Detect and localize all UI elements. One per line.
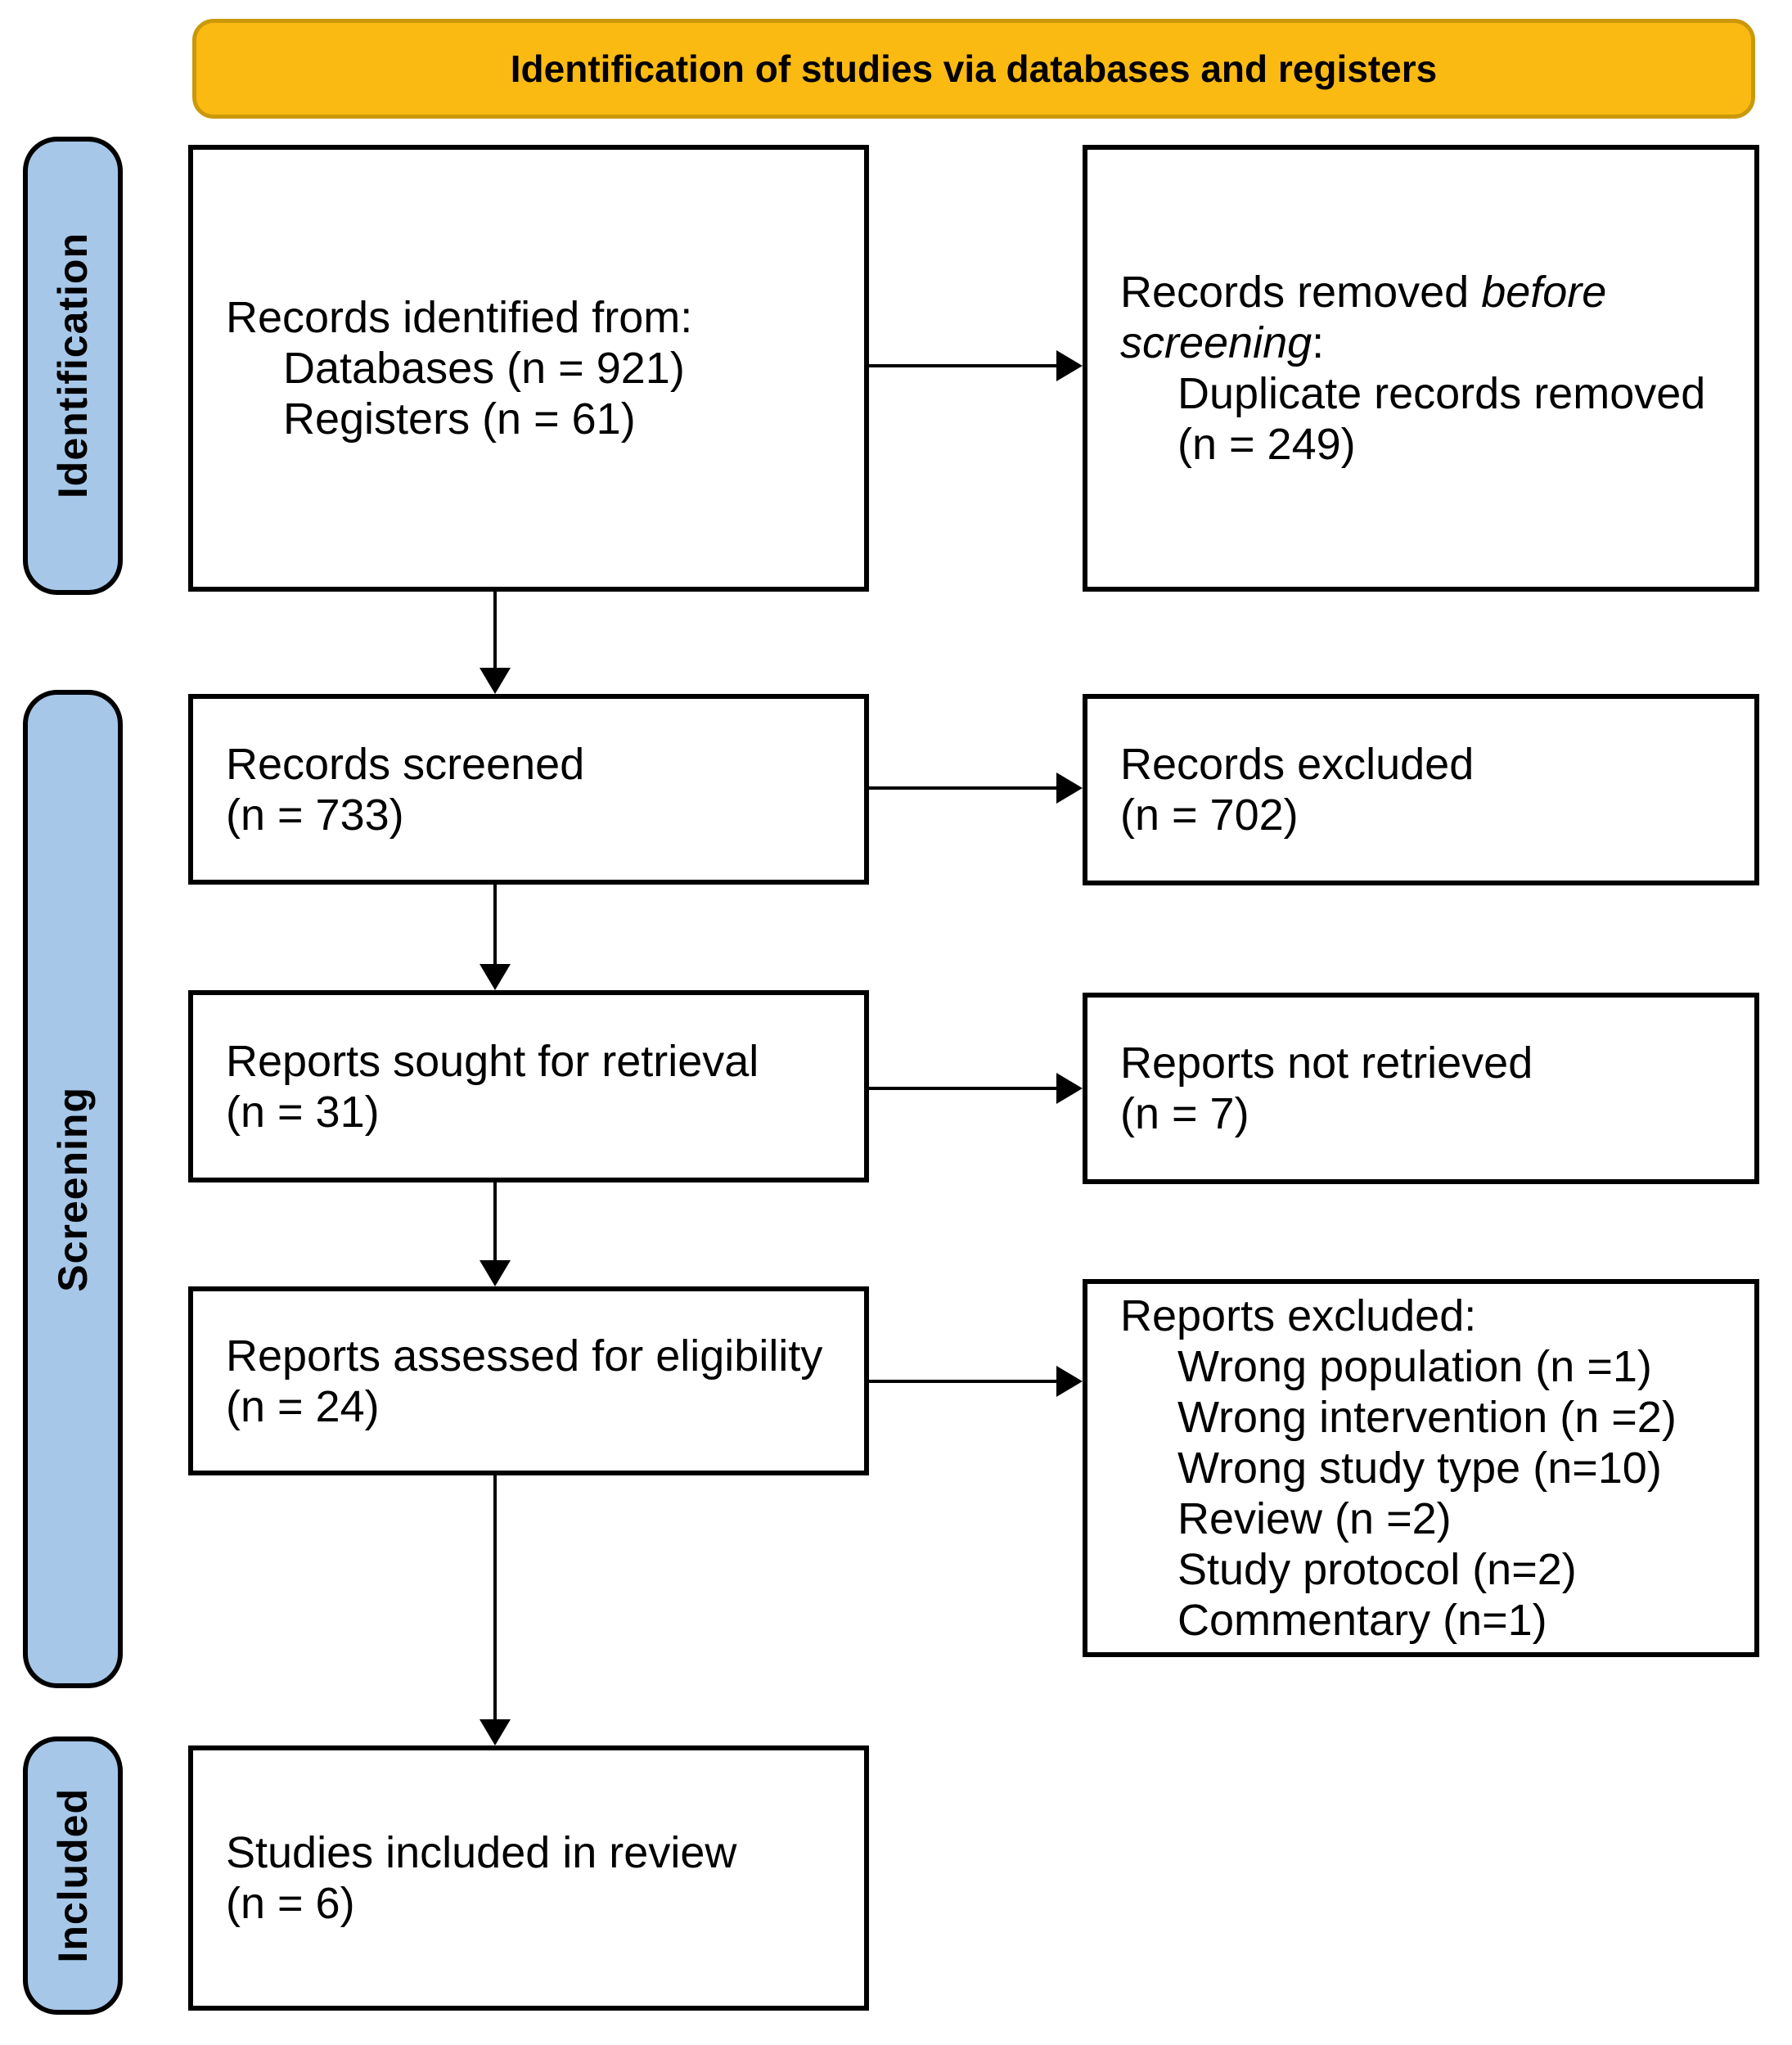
box-text: Wrong study type (n=10) [1177,1444,1662,1493]
box-text-line: Review (n =2) [1177,1493,1741,1544]
box-reports-assessed: Reports assessed for eligibility(n = 24) [188,1286,869,1475]
box-text-line: Databases (n = 921) [283,343,851,394]
box-text-line: Reports assessed for eligibility [226,1331,851,1381]
box-text: Review (n =2) [1177,1494,1452,1543]
box-text-line: Reports sought for retrieval [226,1036,851,1087]
box-text-line: (n = 6) [226,1878,851,1929]
box-records-screened: Records screened(n = 733) [188,694,869,885]
box-text: (n = 24) [226,1381,380,1431]
banner-title-text: Identification of studies via databases … [510,47,1438,90]
arrow-line [869,364,1058,367]
box-text-line: (n = 249) [1177,419,1741,470]
box-text: Duplicate records removed [1177,369,1706,418]
box-text-line: Registers (n = 61) [283,394,851,444]
box-text: : [1312,318,1325,367]
box-text-line: Wrong population (n =1) [1177,1341,1741,1392]
box-text-line: Records identified from: [226,292,851,343]
box-text: Wrong intervention (n =2) [1177,1393,1677,1442]
box-text-line: (n = 24) [226,1381,851,1432]
box-reports-sought: Reports sought for retrieval(n = 31) [188,990,869,1182]
banner-title: Identification of studies via databases … [192,19,1755,119]
box-text: (n = 249) [1177,420,1356,469]
box-text: (n = 733) [226,790,404,840]
box-text-line: Reports excluded: [1120,1291,1741,1341]
box-text: Study protocol (n=2) [1177,1545,1577,1594]
box-text-line: Study protocol (n=2) [1177,1544,1741,1595]
box-text-line: screening: [1120,318,1741,368]
stage-label-screening-text: Screening [50,1086,96,1292]
box-text-line: Records screened [226,739,851,790]
box-text-line: Duplicate records removed [1177,368,1741,419]
stage-label-included: Included [23,1736,123,2015]
box-text: Reports excluded: [1120,1291,1477,1340]
arrow-head [480,1260,511,1286]
box-studies-included: Studies included in review(n = 6) [188,1745,869,2011]
box-text-line: Records removed before [1120,267,1741,318]
arrow-head [480,1719,511,1745]
box-records-identified: Records identified from:Databases (n = 9… [188,145,869,592]
arrow-head [480,964,511,990]
box-text-line: (n = 7) [1120,1088,1741,1139]
arrow-head [1056,1366,1083,1397]
arrow-head [480,668,511,694]
box-text-line: Wrong study type (n=10) [1177,1443,1741,1493]
stage-label-identification: Identification [23,137,123,595]
box-text: Databases (n = 921) [283,344,685,393]
box-text-line: Studies included in review [226,1827,851,1878]
arrow-line [869,786,1058,790]
box-text-line: (n = 733) [226,790,851,840]
box-reports-excluded: Reports excluded:Wrong population (n =1)… [1083,1279,1759,1657]
box-text-line: (n = 31) [226,1087,851,1137]
box-text: Reports sought for retrieval [226,1036,759,1086]
box-text: (n = 702) [1120,791,1299,840]
box-text-line: Reports not retrieved [1120,1038,1741,1088]
box-text: Records removed [1120,268,1482,317]
box-text-line: Wrong intervention (n =2) [1177,1392,1741,1443]
arrow-head [1056,1073,1083,1104]
box-text: Records identified from: [226,293,693,342]
box-text: Studies included in review [226,1828,737,1877]
box-text: Commentary (n=1) [1177,1596,1547,1645]
box-text-italic: screening [1120,318,1312,367]
box-text-line: (n = 702) [1120,790,1741,840]
arrow-head [1056,773,1083,804]
box-text: (n = 31) [226,1087,380,1137]
box-text-line: Commentary (n=1) [1177,1595,1741,1646]
stage-label-included-text: Included [50,1788,96,1963]
box-records-excluded: Records excluded(n = 702) [1083,694,1759,885]
arrow-line [869,1380,1058,1383]
stage-label-identification-text: Identification [50,232,96,499]
box-text: Registers (n = 61) [283,394,636,444]
box-text-line: Records excluded [1120,739,1741,790]
box-reports-not-retrieved: Reports not retrieved(n = 7) [1083,993,1759,1184]
box-text: (n = 7) [1120,1089,1249,1138]
box-text: Records excluded [1120,740,1475,789]
arrow-line [493,1475,497,1721]
box-text: (n = 6) [226,1879,355,1928]
box-text: Wrong population (n =1) [1177,1342,1652,1391]
stage-label-screening: Screening [23,690,123,1688]
arrow-line [493,1182,497,1262]
box-text: Reports not retrieved [1120,1038,1533,1088]
arrow-line [493,592,497,669]
arrow-head [1056,350,1083,381]
arrow-line [869,1087,1058,1090]
arrow-line [493,885,497,966]
box-text-italic: before [1481,268,1607,317]
box-text: Reports assessed for eligibility [226,1331,823,1381]
box-text: Records screened [226,739,585,789]
